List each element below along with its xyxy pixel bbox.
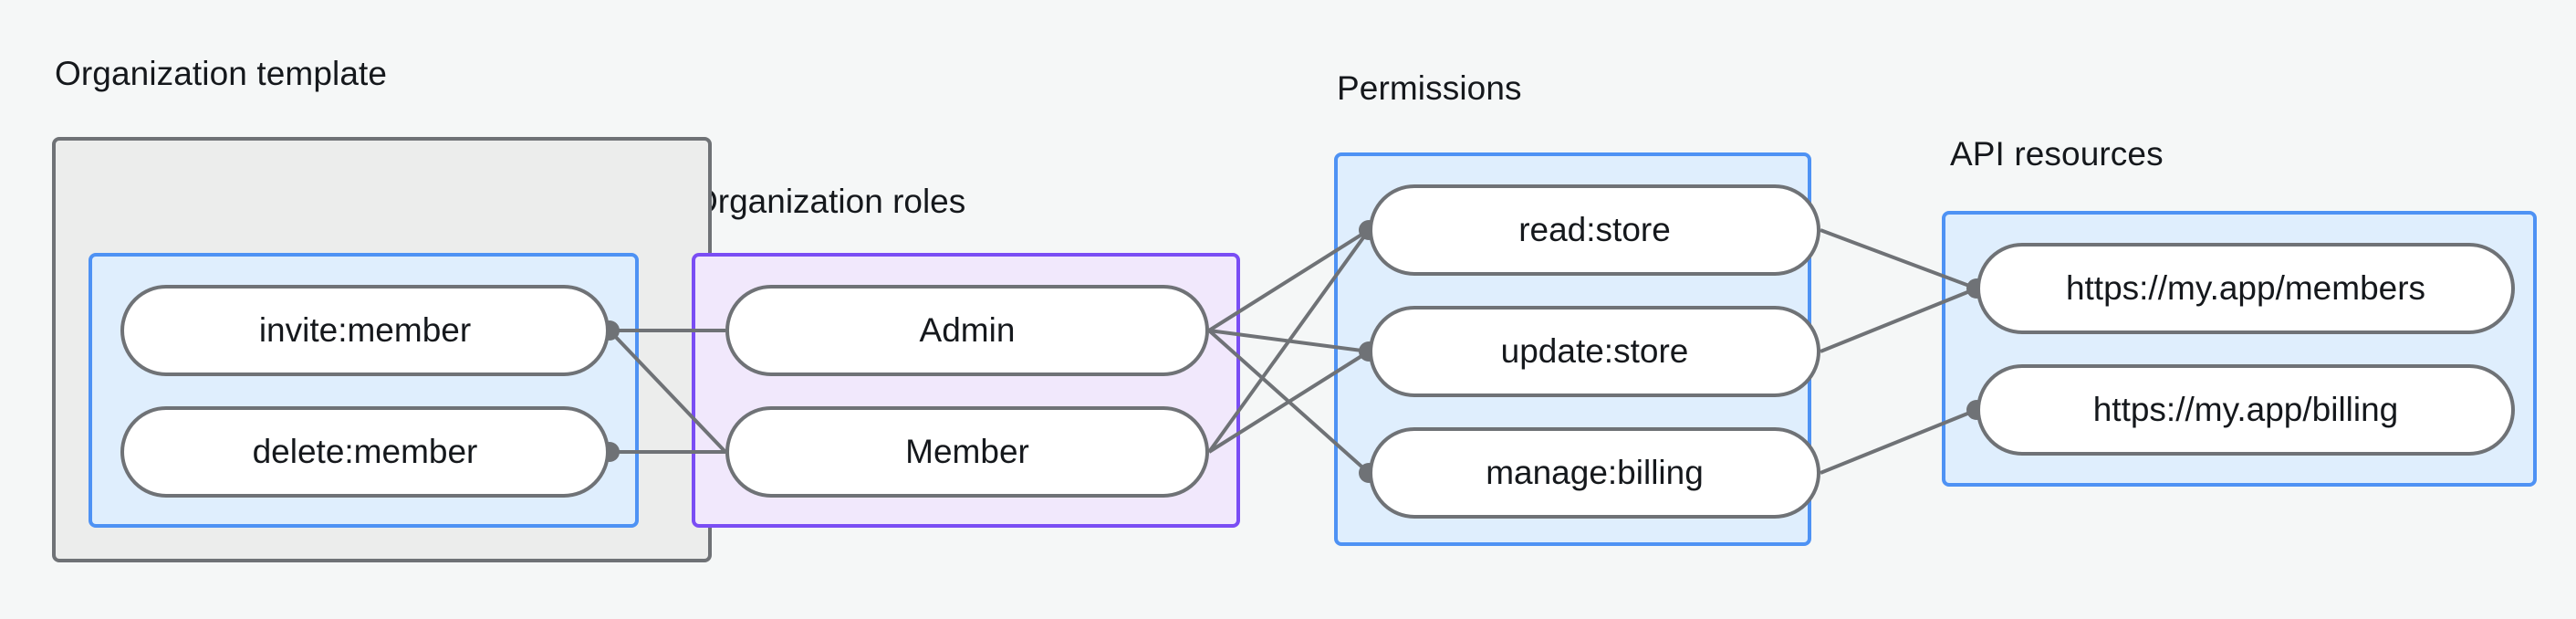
group-title-api-resources: API resources xyxy=(1950,135,2164,173)
node-admin[interactable]: Admin xyxy=(725,285,1209,376)
group-title-permissions: Permissions xyxy=(1337,69,1522,107)
node-invite-member[interactable]: invite:member xyxy=(120,285,610,376)
node-res-members[interactable]: https://my.app/members xyxy=(1976,243,2515,334)
node-manage-billing[interactable]: manage:billing xyxy=(1369,427,1820,519)
node-member[interactable]: Member xyxy=(725,406,1209,498)
group-title-org-template: Organization template xyxy=(55,55,388,92)
node-read-store[interactable]: read:store xyxy=(1369,184,1820,276)
node-delete-member[interactable]: delete:member xyxy=(120,406,610,498)
group-title-org-roles: Organization roles xyxy=(692,183,966,220)
node-res-billing[interactable]: https://my.app/billing xyxy=(1976,364,2515,456)
node-update-store[interactable]: update:store xyxy=(1369,306,1820,397)
